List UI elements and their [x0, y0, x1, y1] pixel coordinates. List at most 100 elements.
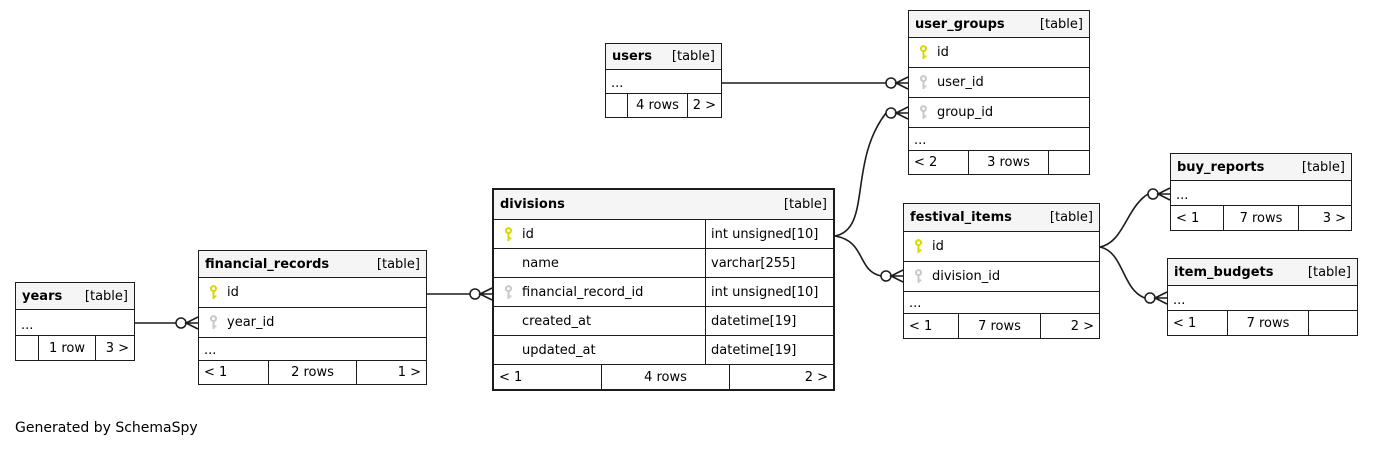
table-buy_reports-header: buy_reports [table] [1171, 154, 1351, 181]
column-type: datetime[19] [705, 307, 833, 335]
table-years[interactable]: years [table] ... 1 row 3 > [15, 282, 135, 361]
relationship-divisions-festival_items [834, 235, 904, 283]
table-users[interactable]: users [table] ... 4 rows 2 > [605, 43, 722, 118]
table-years-header: years [table] [16, 283, 134, 310]
table-divisions[interactable]: divisions [table] id int unsigned[10] na… [492, 188, 835, 391]
relationship-users-user_groups [722, 76, 909, 90]
column-row[interactable]: name varchar[255] [494, 249, 833, 278]
table-tag: [table] [783, 197, 827, 212]
table-name: user_groups [915, 16, 1005, 32]
column-row[interactable]: user_id [909, 68, 1089, 98]
column-name: year_id [227, 315, 275, 330]
table-financial_records-ellipsis: ... [199, 338, 426, 361]
table-financial_records-header: financial_records [table] [199, 251, 426, 278]
foreign-key-icon [209, 315, 217, 329]
table-name: festival_items [910, 210, 1012, 225]
footer-prev: < 1 [1168, 311, 1228, 335]
footer-rowcount: 4 rows [602, 365, 730, 389]
column-name: group_id [937, 105, 994, 120]
column-row[interactable]: group_id [909, 98, 1089, 128]
table-user_groups-footer: < 2 3 rows [909, 151, 1089, 174]
table-festival_items-footer: < 1 7 rows 2 > [904, 314, 1099, 338]
primary-key-icon [209, 285, 217, 299]
footer-rowcount: 2 rows [269, 361, 357, 384]
column-row[interactable]: year_id [199, 308, 426, 338]
column-row[interactable]: created_at datetime[19] [494, 307, 833, 336]
table-divisions-header: divisions [table] [494, 190, 833, 220]
footer-prev: < 1 [904, 314, 959, 338]
footer-next: 2 > [804, 369, 828, 385]
foreign-key-icon [504, 284, 512, 299]
column-name: created_at [522, 313, 592, 329]
table-users-header: users [table] [606, 44, 721, 70]
footer-next: 3 > [105, 340, 129, 356]
footer-next [1049, 151, 1089, 174]
footer-prev: < 1 [1171, 206, 1224, 230]
column-type: varchar[255] [705, 249, 833, 277]
table-users-footer: 4 rows 2 > [606, 94, 721, 117]
footer-next: 2 > [1070, 318, 1094, 334]
column-name: name [522, 255, 559, 271]
primary-key-icon [919, 45, 927, 59]
footer-prev [606, 94, 628, 117]
footer-rowcount: 3 rows [969, 151, 1049, 174]
column-row[interactable]: id [199, 278, 426, 308]
relationship-festival_items-buy_reports [1099, 187, 1171, 248]
footer-prev: < 1 [494, 365, 602, 389]
foreign-key-icon [914, 269, 922, 283]
table-tag: [table] [84, 288, 128, 304]
primary-key-icon [914, 239, 922, 253]
column-type: int unsigned[10] [705, 220, 833, 248]
table-festival_items[interactable]: festival_items [table] id division_id ..… [903, 203, 1100, 339]
column-name: id [932, 239, 944, 254]
table-tag: [table] [1301, 159, 1345, 175]
generated-by-note: Generated by SchemaSpy [15, 420, 198, 436]
column-name: financial_record_id [522, 284, 644, 300]
table-buy_reports-footer: < 1 7 rows 3 > [1171, 206, 1351, 230]
table-tag: [table] [1049, 210, 1093, 225]
table-festival_items-header: festival_items [table] [904, 204, 1099, 232]
table-name: item_budgets [1174, 264, 1274, 280]
table-tag: [table] [1307, 264, 1351, 280]
relationship-financial_records-divisions [427, 287, 493, 301]
table-user_groups[interactable]: user_groups [table] id user_id group_id … [908, 10, 1090, 175]
table-buy_reports[interactable]: buy_reports [table] ... < 1 7 rows 3 > [1170, 153, 1352, 231]
footer-next: 1 > [397, 365, 421, 380]
column-name: id [937, 45, 949, 60]
column-type: int unsigned[10] [705, 278, 833, 306]
table-users-ellipsis: ... [606, 70, 721, 94]
foreign-key-icon [919, 75, 927, 89]
footer-prev [16, 336, 39, 360]
table-financial_records[interactable]: financial_records [table] id year_id ...… [198, 250, 427, 385]
column-row[interactable]: id [904, 232, 1099, 262]
footer-rowcount: 7 rows [959, 314, 1041, 338]
footer-prev: < 2 [909, 151, 969, 174]
table-festival_items-ellipsis: ... [904, 292, 1099, 314]
column-name: updated_at [522, 342, 596, 358]
footer-rowcount: 7 rows [1224, 206, 1299, 230]
column-name: id [522, 226, 534, 242]
column-row[interactable]: id int unsigned[10] [494, 220, 833, 249]
relationship-years-financial_records [135, 316, 199, 330]
primary-key-icon [504, 226, 512, 241]
table-name: financial_records [205, 256, 330, 272]
column-row[interactable]: updated_at datetime[19] [494, 336, 833, 365]
footer-next: 3 > [1322, 210, 1346, 226]
column-row[interactable]: division_id [904, 262, 1099, 292]
column-row[interactable]: financial_record_id int unsigned[10] [494, 278, 833, 307]
table-item_budgets[interactable]: item_budgets [table] ... < 1 7 rows [1167, 258, 1358, 336]
column-row[interactable]: id [909, 38, 1089, 68]
table-item_budgets-header: item_budgets [table] [1168, 259, 1357, 286]
footer-next [1309, 311, 1357, 335]
table-user_groups-ellipsis: ... [909, 128, 1089, 151]
footer-rowcount: 1 row [39, 336, 96, 360]
table-name: divisions [500, 197, 565, 212]
table-years-ellipsis: ... [16, 310, 134, 336]
table-name: users [612, 49, 652, 64]
column-name: division_id [932, 269, 1001, 284]
table-tag: [table] [671, 49, 715, 64]
table-name: years [22, 288, 63, 304]
table-item_budgets-ellipsis: ... [1168, 286, 1357, 311]
table-name: buy_reports [1177, 159, 1265, 175]
